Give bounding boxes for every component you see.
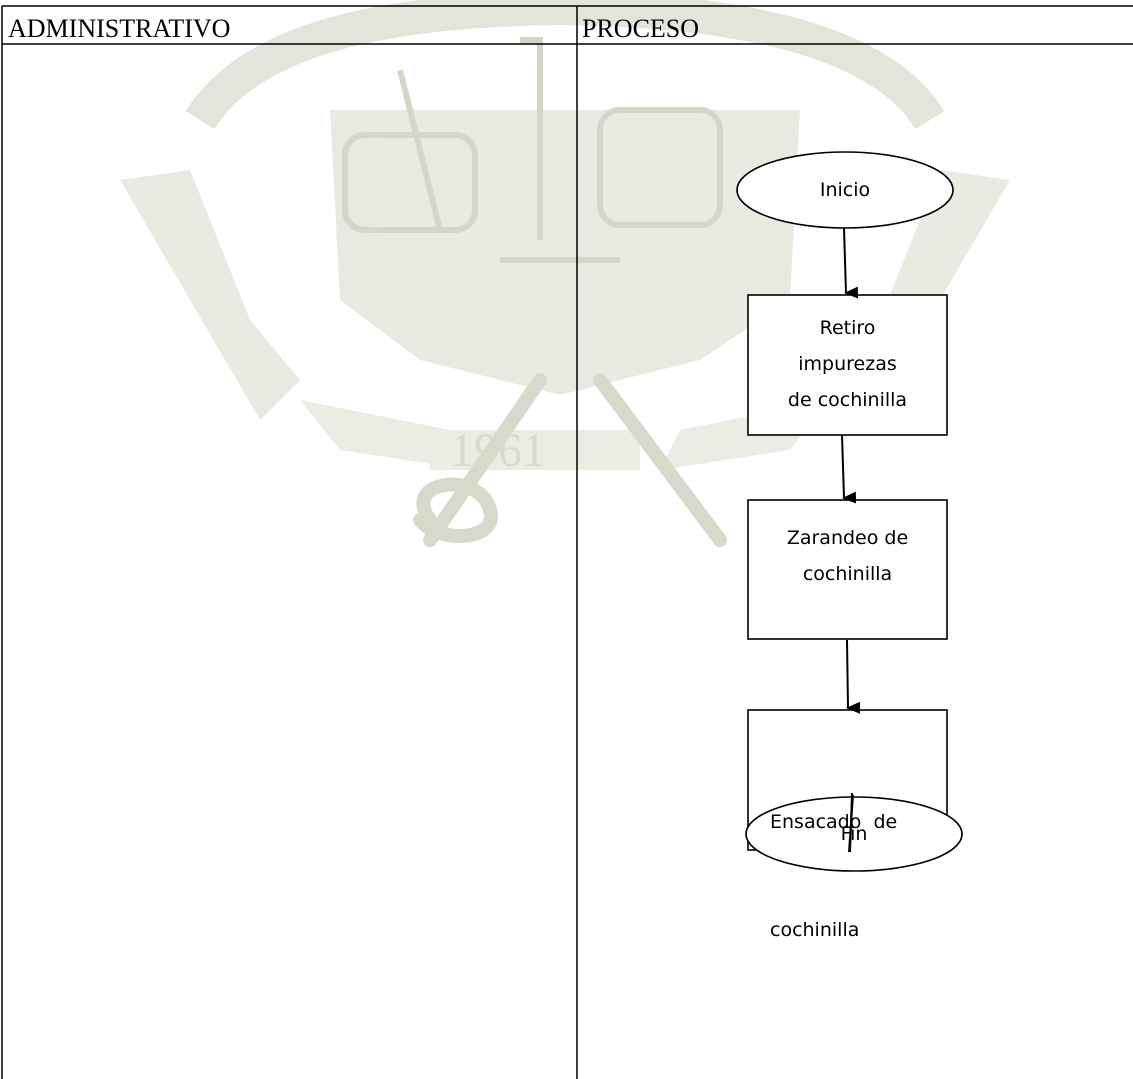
ensacado-label: Ensacado de cochinilla <box>770 732 945 1020</box>
retiro-label: Retiro impurezas de cochinilla <box>748 310 947 418</box>
arrow-zarandeo-to-ensacado <box>846 639 861 714</box>
column-header-administrativo: ADMINISTRATIVO <box>8 14 231 43</box>
process-box-retiro <box>747 294 948 436</box>
zarandeo-line-1: Zarandeo de <box>786 527 909 549</box>
zarandeo-line-2: cochinilla <box>802 563 893 585</box>
retiro-line-1: Retiro <box>819 317 876 339</box>
start-label: Inicio <box>819 179 871 201</box>
retiro-line-2: impurezas <box>798 353 897 375</box>
arrow-retiro-to-zarandeo <box>841 434 857 504</box>
column-header-proceso: PROCESO <box>582 14 700 43</box>
end-label: Fin <box>840 823 868 845</box>
ensacado-line-2: cochinilla <box>770 919 860 941</box>
zarandeo-label: Zarandeo de cochinilla <box>748 520 947 592</box>
arrow-inicio-to-retiro <box>843 227 859 299</box>
retiro-line-3: de cochinilla <box>787 389 908 411</box>
ensacado-line-1: Ensacado de <box>770 811 898 833</box>
end-terminator <box>745 796 963 872</box>
process-box-zarandeo <box>747 499 948 640</box>
